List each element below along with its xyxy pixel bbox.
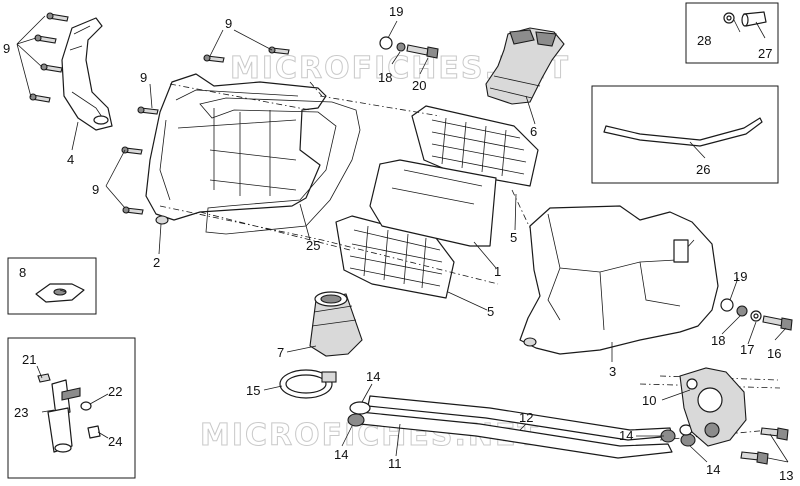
callout-26: 26 <box>696 162 710 177</box>
callout-19: 19 <box>389 4 403 19</box>
callout-14: 14 <box>706 462 720 477</box>
part-14-clamps <box>347 401 696 447</box>
callout-17: 17 <box>740 342 754 357</box>
leader-lines <box>16 15 789 463</box>
part-10-valve <box>679 367 747 447</box>
callout-labels: 9 4 9 9 9 2 25 19 18 20 6 28 27 26 8 1 5… <box>3 4 793 483</box>
callout-1: 1 <box>494 264 501 279</box>
part-26-tube <box>603 117 763 147</box>
callout-27: 27 <box>758 46 772 61</box>
part-3-lower-housing <box>519 205 719 355</box>
part-6-intake-duct <box>485 27 565 105</box>
callout-13: 13 <box>779 468 793 483</box>
callout-22: 22 <box>108 384 122 399</box>
inset-box-21-24 <box>7 337 136 479</box>
screws-9-group <box>29 12 290 215</box>
callout-5: 5 <box>510 230 517 245</box>
callout-11: 11 <box>388 456 402 471</box>
part-19-18-17-16-right <box>720 298 793 331</box>
part-4-bracket <box>61 17 113 131</box>
callout-15: 15 <box>246 383 260 398</box>
callout-18: 18 <box>711 333 725 348</box>
part-1-filter-element <box>369 159 497 247</box>
callout-3: 3 <box>609 364 616 379</box>
callout-23: 23 <box>14 405 28 420</box>
part-5-grille-lower <box>335 215 455 299</box>
callout-10: 10 <box>642 393 656 408</box>
callout-7: 7 <box>277 345 284 360</box>
callout-9: 9 <box>3 41 10 56</box>
part-25-gasket <box>199 97 361 235</box>
callout-14: 14 <box>619 428 633 443</box>
part-21-24-drain <box>37 373 101 453</box>
inset-box-8 <box>7 257 97 315</box>
callout-20: 20 <box>412 78 426 93</box>
part-15-clamp <box>279 369 337 399</box>
callout-5: 5 <box>487 304 494 319</box>
callout-25: 25 <box>306 238 320 253</box>
part-19-18-20-top <box>379 36 439 59</box>
part-5-grille-upper <box>411 105 539 187</box>
part-13-screws <box>740 427 789 465</box>
part-27-28 <box>723 11 767 27</box>
callout-24: 24 <box>108 434 122 449</box>
callout-18: 18 <box>378 70 392 85</box>
callout-21: 21 <box>22 352 36 367</box>
callout-4: 4 <box>67 152 74 167</box>
callout-2: 2 <box>153 255 160 270</box>
part-7-sleeve <box>309 291 363 357</box>
inset-box-27-28 <box>685 2 779 64</box>
callout-14: 14 <box>334 447 348 462</box>
callout-16: 16 <box>767 346 781 361</box>
part-8-clip <box>35 283 85 303</box>
callout-6: 6 <box>530 124 537 139</box>
callout-9: 9 <box>140 70 147 85</box>
callout-14: 14 <box>366 369 380 384</box>
callout-28: 28 <box>697 33 711 48</box>
callout-8: 8 <box>19 265 26 280</box>
part-2-airbox-housing <box>145 73 327 225</box>
callout-19: 19 <box>733 269 747 284</box>
inset-box-26 <box>591 85 779 184</box>
callout-9: 9 <box>92 182 99 197</box>
callout-9: 9 <box>225 16 232 31</box>
callout-12: 12 <box>519 410 533 425</box>
